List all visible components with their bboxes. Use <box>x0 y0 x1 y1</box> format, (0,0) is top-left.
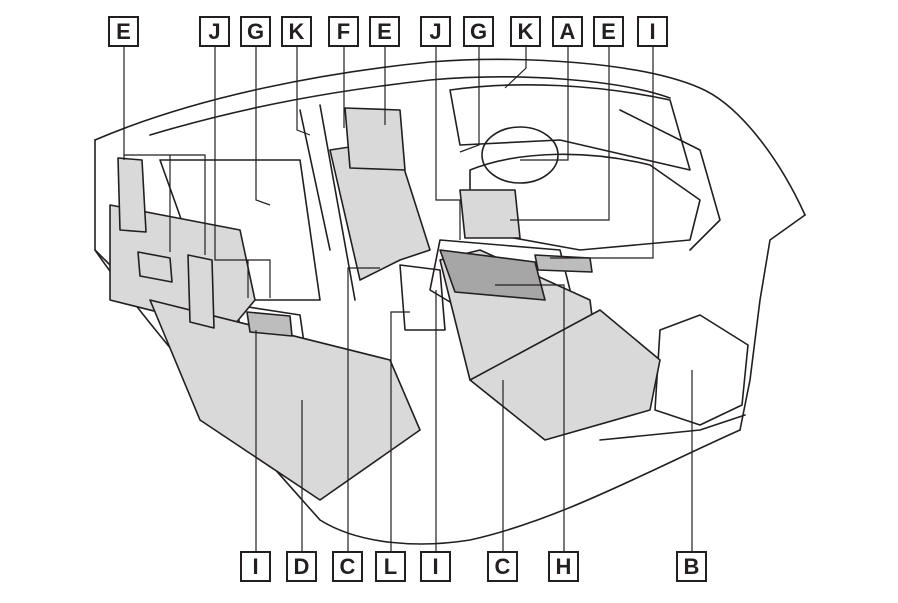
leader-H1 <box>495 284 565 551</box>
callout-F: F <box>328 16 359 47</box>
callout-E: E <box>108 16 139 47</box>
callout-I: I <box>240 551 271 582</box>
windshield <box>449 84 691 171</box>
leader-G2 <box>459 47 480 153</box>
driver-headrest <box>344 107 406 171</box>
passenger-headrest <box>459 189 521 239</box>
floor-mat-front <box>654 314 749 426</box>
body-right-side <box>739 214 806 431</box>
callout-E: E <box>593 16 624 47</box>
callout-G: G <box>240 16 271 47</box>
callout-B: B <box>676 551 707 582</box>
rear-headrest-right <box>187 254 215 329</box>
roof-inner <box>149 76 671 136</box>
front-cup-holder <box>534 254 593 273</box>
callout-L: L <box>375 551 406 582</box>
front-door <box>619 109 721 251</box>
rear-headrest-left <box>117 157 147 233</box>
door-sill <box>599 414 746 441</box>
leader-K1 <box>296 47 311 136</box>
leader-I1 <box>550 47 654 259</box>
center-cup-holder <box>246 311 293 337</box>
leader-A1 <box>520 47 569 161</box>
leader-K2 <box>504 47 527 89</box>
callout-A: A <box>552 16 583 47</box>
leader-L1 <box>390 311 410 551</box>
leader-E1 <box>123 47 206 255</box>
roof-outline <box>94 58 806 216</box>
callout-I: I <box>637 16 668 47</box>
passenger-seat-cushion <box>469 309 661 441</box>
rear-seat-back <box>109 204 256 331</box>
leader-C1 <box>347 267 380 551</box>
callout-G: G <box>463 16 494 47</box>
callout-E: E <box>369 16 400 47</box>
callout-J: J <box>420 16 451 47</box>
rear-seat-cushion <box>149 299 421 501</box>
callout-D: D <box>286 551 317 582</box>
dashboard <box>469 153 701 251</box>
leader-E3 <box>510 47 610 221</box>
callout-I: I <box>420 551 451 582</box>
rear-headrest-center <box>137 251 173 283</box>
console-tray <box>439 249 546 301</box>
steering-wheel <box>481 126 559 184</box>
callout-C: C <box>487 551 518 582</box>
callout-K: K <box>281 16 312 47</box>
leader-J2 <box>435 47 461 240</box>
leader-J1 <box>214 47 271 298</box>
callout-H: H <box>548 551 579 582</box>
callout-C: C <box>332 551 363 582</box>
callout-K: K <box>510 16 541 47</box>
console-rear <box>399 264 446 331</box>
leader-G1 <box>255 47 271 206</box>
callout-J: J <box>199 16 230 47</box>
